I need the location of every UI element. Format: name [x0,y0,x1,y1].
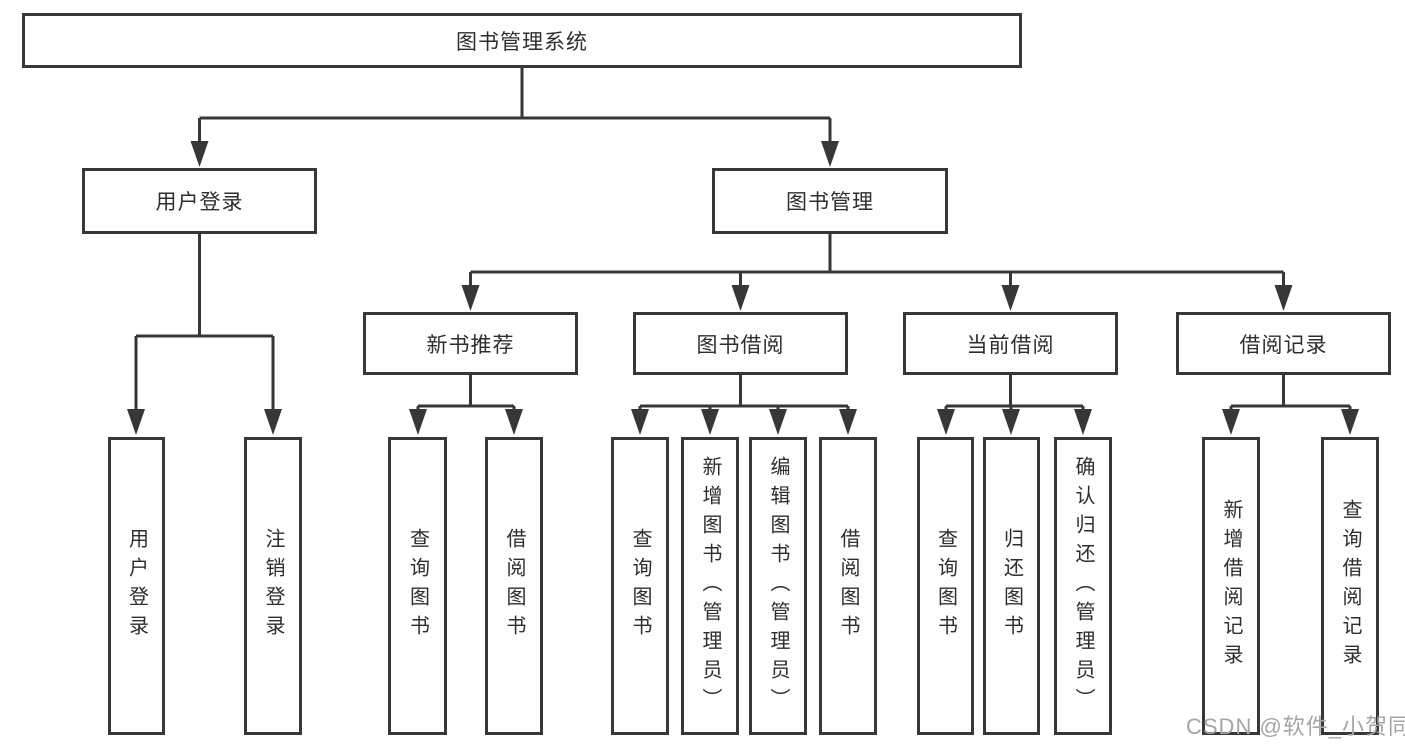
leaf-login-user-login-label: 用户登录 [125,528,148,644]
node-root-system-label: 图书管理系统 [456,30,588,54]
leaf-records-query-record: 查询借阅记录 [1321,437,1379,735]
node-new-book-recommend-label: 新书推荐 [426,333,515,357]
leaf-recommend-borrow-book: 借阅图书 [485,437,543,735]
leaf-current-return-book-label: 归还图书 [1000,528,1023,644]
leaf-borrow-query-book-label: 查询图书 [629,528,651,644]
leaf-login-logout-label: 注销登录 [262,528,284,644]
node-current-borrow: 当前借阅 [903,312,1118,375]
leaf-borrow-add-book-admin: 新增图书（管理员） [681,437,739,735]
leaf-borrow-edit-book-admin-label: 编辑图书（管理员） [767,455,789,717]
leaf-login-logout: 注销登录 [244,437,302,735]
csdn-watermark: CSDN @软件_小贺同学 [1186,714,1405,739]
leaf-borrow-add-book-admin-label: 新增图书（管理员） [699,455,721,717]
leaf-recommend-query-book-label: 查询图书 [406,528,429,644]
leaf-recommend-borrow-book-label: 借阅图书 [503,528,525,644]
node-book-borrow-label: 图书借阅 [696,333,785,357]
node-user-login: 用户登录 [82,168,317,234]
node-new-book-recommend: 新书推荐 [363,312,578,375]
node-book-management-label: 图书管理 [786,191,874,214]
leaf-current-query-book: 查询图书 [917,437,974,735]
leaf-borrow-query-book: 查询图书 [611,437,669,735]
node-book-management: 图书管理 [712,168,948,234]
leaf-records-query-record-label: 查询借阅记录 [1339,499,1361,673]
node-user-login-label: 用户登录 [155,191,244,214]
node-borrow-records: 借阅记录 [1176,312,1391,375]
node-root-system: 图书管理系统 [22,13,1022,68]
leaf-current-confirm-return-admin: 确认归还（管理员） [1054,437,1112,735]
leaf-current-return-book: 归还图书 [983,437,1040,735]
leaf-borrow-borrow-book: 借阅图书 [819,437,877,735]
leaf-login-user-login: 用户登录 [108,437,165,735]
node-current-borrow-label: 当前借阅 [966,333,1055,357]
leaf-records-add-record-label: 新增借阅记录 [1220,499,1242,673]
leaf-recommend-query-book: 查询图书 [388,437,447,735]
leaf-borrow-edit-book-admin: 编辑图书（管理员） [749,437,807,735]
leaf-current-query-book-label: 查询图书 [934,528,957,644]
node-borrow-records-label: 借阅记录 [1239,333,1328,357]
leaf-current-confirm-return-admin-label: 确认归还（管理员） [1072,455,1094,717]
leaf-borrow-borrow-book-label: 借阅图书 [837,528,859,644]
leaf-records-add-record: 新增借阅记录 [1202,437,1260,735]
node-book-borrow: 图书借阅 [633,312,848,375]
